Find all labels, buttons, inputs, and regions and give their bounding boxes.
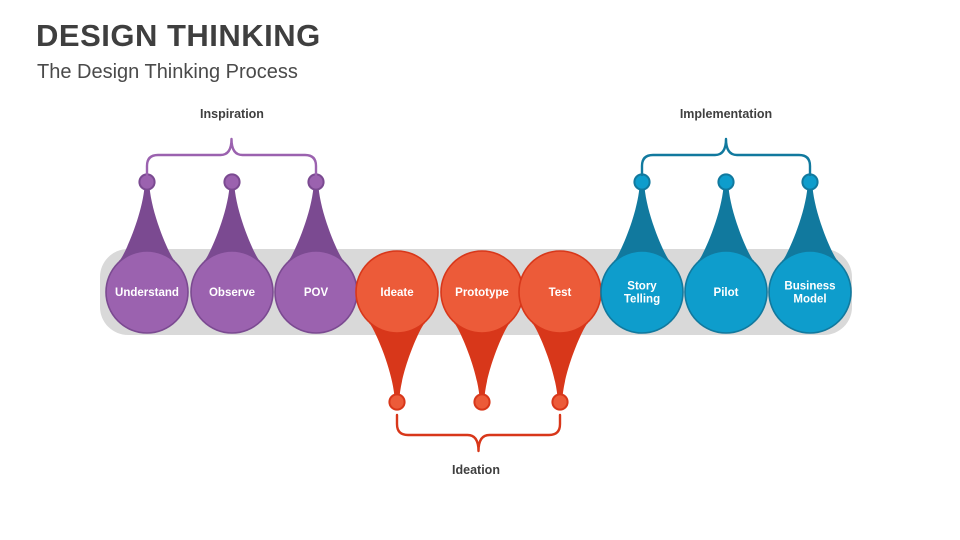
connector-dot-pilot <box>717 173 735 191</box>
process-node-ideate[interactable]: Ideate <box>355 250 439 334</box>
connector-dot-ideate <box>388 393 406 411</box>
connector-dot-prototype <box>473 393 491 411</box>
process-node-understand[interactable]: Understand <box>105 250 189 334</box>
node-circle-business-model[interactable] <box>768 250 852 334</box>
node-label-pov: POV <box>304 287 329 299</box>
node-label-business-model: Model <box>793 294 826 306</box>
process-node-pov[interactable]: POV <box>274 250 358 334</box>
group-label-implementation: Implementation <box>680 107 772 121</box>
node-circle-pilot[interactable] <box>684 250 768 334</box>
teardrop-stem-business-model <box>782 182 838 261</box>
teardrop-stem-ideate <box>369 323 425 402</box>
node-label-story-telling: Telling <box>624 294 660 306</box>
node-circle-ideate[interactable] <box>355 250 439 334</box>
teardrop-stem-prototype <box>454 323 510 402</box>
group-bracket-inspiration <box>145 137 318 177</box>
process-nodes-layer: Understand Observe POV Ideate Prototype Test S… <box>105 250 852 334</box>
process-node-pilot[interactable]: Pilot <box>684 250 768 334</box>
teardrop-stems-layer <box>119 173 838 411</box>
process-node-prototype[interactable]: Prototype <box>440 250 524 334</box>
page-subtitle: The Design Thinking Process <box>37 61 298 83</box>
node-circle-observe[interactable] <box>190 250 274 334</box>
node-circle-understand[interactable] <box>105 250 189 334</box>
node-label-story-telling: Story <box>627 281 657 293</box>
group-brackets-layer <box>145 137 812 453</box>
page-title: DESIGN THINKING <box>36 18 321 53</box>
process-node-test[interactable]: Test <box>518 250 602 334</box>
connector-dot-understand <box>138 173 156 191</box>
node-label-business-model: Business <box>784 281 835 293</box>
connector-dot-observe <box>223 173 241 191</box>
node-label-ideate: Ideate <box>380 287 413 299</box>
node-label-pilot: Pilot <box>714 287 739 299</box>
teardrop-stem-understand <box>119 182 175 261</box>
group-label-ideation: Ideation <box>452 463 500 477</box>
teardrop-stem-pov <box>288 182 344 261</box>
node-label-test: Test <box>549 287 572 299</box>
node-label-prototype: Prototype <box>455 287 509 299</box>
teardrop-stem-test <box>532 323 588 402</box>
node-label-observe: Observe <box>209 287 255 299</box>
connector-dot-story-telling <box>633 173 651 191</box>
group-bracket-ideation <box>395 413 562 453</box>
connector-dot-business-model <box>801 173 819 191</box>
teardrop-stem-pilot <box>698 182 754 261</box>
teardrop-stem-observe <box>204 182 260 261</box>
process-node-observe[interactable]: Observe <box>190 250 274 334</box>
group-label-inspiration: Inspiration <box>200 107 264 121</box>
group-bracket-implementation <box>640 137 812 177</box>
teardrop-stem-story-telling <box>614 182 670 261</box>
connector-dot-pov <box>307 173 325 191</box>
node-circle-story-telling[interactable] <box>600 250 684 334</box>
node-label-understand: Understand <box>115 287 179 299</box>
connector-dot-test <box>551 393 569 411</box>
